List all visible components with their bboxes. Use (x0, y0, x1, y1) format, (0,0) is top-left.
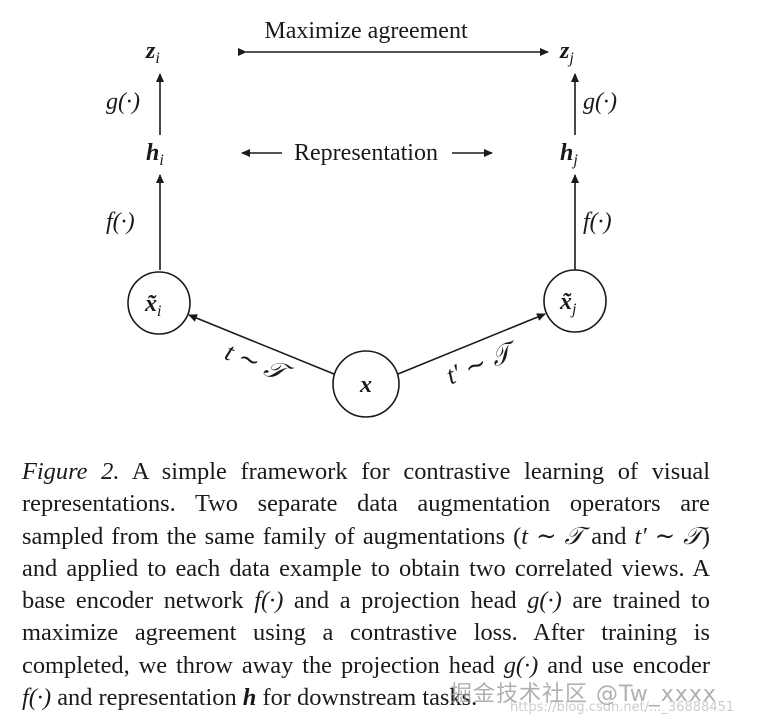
edge-x-to-x-i (188, 314, 335, 375)
site-watermark: 掘金技术社区 @Tw_xxxx (450, 682, 717, 707)
x-tilde-j-label: x̃j (559, 289, 577, 318)
simclr-framework-diagram: Maximize agreement zi g(·) hi f(·) x̃i R… (106, 18, 617, 418)
url-watermark: https://blog.csdn.net/..._36888451 (510, 700, 735, 715)
caption-text: are trained to maximize agreement using … (22, 587, 710, 679)
x-circle (332, 350, 400, 418)
edge-left-label: t ∼ 𝒯 (221, 337, 297, 390)
caption-math: g(·) (503, 651, 539, 679)
figure-caption: Figure 2. A simple framework for contras… (22, 456, 710, 714)
f-label-left: f(·) (106, 209, 135, 235)
x-label: x (359, 372, 372, 398)
caption-text: and use encoder (538, 651, 710, 679)
caption-math: f(·) (254, 587, 284, 615)
f-label-right: f(·) (583, 209, 612, 235)
x-tilde-j-circle (543, 269, 607, 333)
caption-text: and a projection head (283, 587, 528, 615)
edge-x-to-x-j (397, 313, 546, 375)
representation-label: Representation (294, 140, 438, 166)
maximize-agreement-label: Maximize agreement (264, 18, 468, 44)
g-label-right: g(·) (583, 89, 617, 115)
caption-text: A simple framework for contrastive learn… (22, 458, 710, 550)
caption-math: h (242, 684, 257, 712)
figure-label: Figure 2. (22, 458, 120, 485)
edge-right-label: t′ ∼ 𝒯 (442, 335, 523, 390)
x-tilde-i-label: x̃i (144, 291, 161, 320)
z-i-node: zi (145, 38, 160, 67)
g-label-left: g(·) (106, 89, 140, 115)
caption-text: for downstream tasks. (256, 684, 478, 712)
caption-text: and (583, 522, 635, 550)
caption-math: t ∼ 𝒯 (521, 522, 584, 550)
h-j-node: hj (560, 140, 578, 169)
caption-math: g(·) (527, 587, 562, 615)
caption-text: and representation (51, 684, 243, 712)
z-j-node: zj (559, 38, 574, 67)
h-i-node: hi (146, 140, 164, 169)
x-tilde-i-circle (127, 271, 191, 335)
caption-text: ) and applied to each data example to ob… (22, 522, 710, 615)
caption-math: t′ ∼ 𝒯 (634, 522, 702, 550)
caption-math: f(·) (22, 684, 52, 712)
